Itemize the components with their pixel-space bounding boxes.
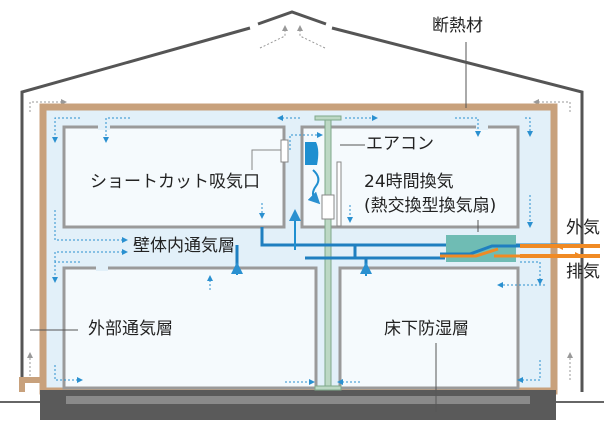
- outer-shell-right: [331, 26, 584, 392]
- center-column: [324, 117, 332, 391]
- outside-air-label: 外気: [566, 218, 600, 238]
- foundation: [40, 390, 556, 420]
- air-conditioner-icon: [305, 142, 319, 165]
- outer-shell-left: [20, 26, 251, 392]
- roof-vent-cap: [257, 10, 327, 26]
- room-bottom-right: [338, 266, 520, 390]
- shortcut-inlet-label: ショートカット吸気口: [90, 172, 260, 192]
- ventilation-unit: [321, 194, 335, 220]
- shortcut-inlet-icon: [280, 139, 289, 163]
- external-air-layer-label: 外部通気層: [88, 319, 173, 339]
- underfloor-layer-label: 床下防湿層: [384, 319, 469, 339]
- ventilation-type-label: (熱交換型換気扇): [364, 196, 497, 216]
- room-bottom-left: [62, 266, 318, 390]
- room-top-left: [62, 125, 286, 229]
- insulation-label: 断熱材: [432, 16, 483, 36]
- air-conditioner-label: エアコン: [366, 134, 434, 154]
- wall-air-layer-label: 壁体内通気層: [133, 236, 235, 256]
- exhaust-air-label: 排気: [566, 262, 600, 282]
- ventilation-label: 24時間換気: [364, 172, 454, 192]
